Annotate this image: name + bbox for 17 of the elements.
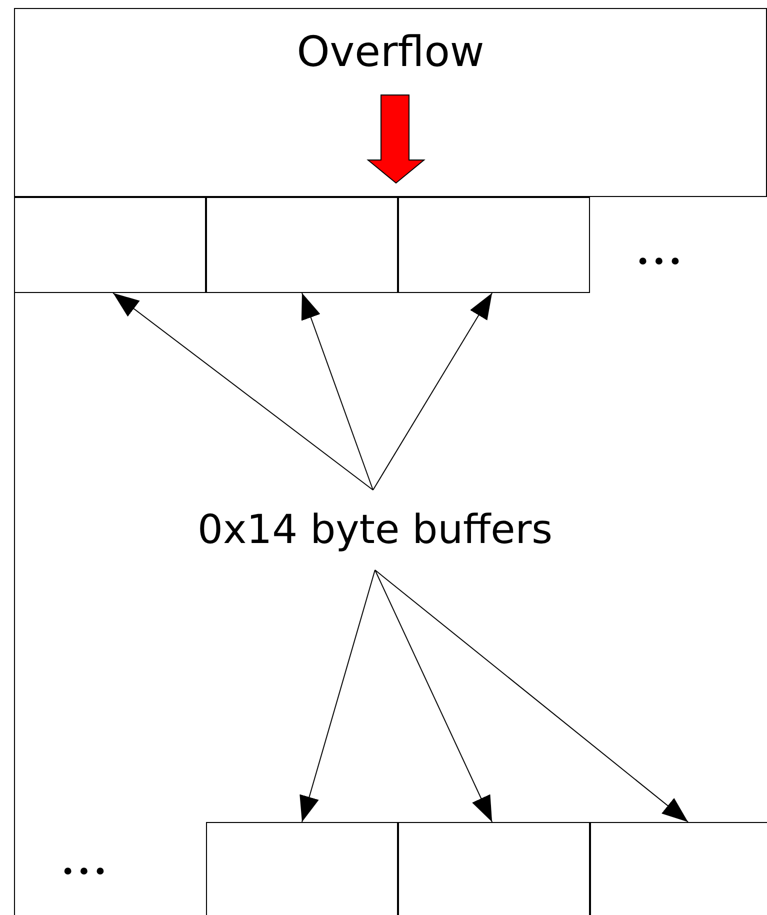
buffer-box	[206, 822, 398, 915]
arrow	[112, 292, 374, 490]
buffer-box	[590, 822, 767, 915]
arrow	[374, 570, 493, 822]
buffer-box	[206, 197, 398, 293]
buffer-box	[14, 197, 206, 293]
arrow	[300, 570, 376, 822]
arrow	[301, 292, 374, 490]
ellipsis-text: •••	[634, 247, 686, 278]
buffer-box	[398, 197, 590, 293]
region-label: Overflow	[296, 31, 484, 73]
arrow	[374, 570, 689, 822]
buffer-box	[398, 822, 590, 915]
arrow	[372, 292, 493, 490]
memory-region	[14, 8, 767, 197]
caption-text: 0x14 byte buffers	[198, 510, 552, 550]
ellipsis-text: •••	[60, 857, 110, 888]
